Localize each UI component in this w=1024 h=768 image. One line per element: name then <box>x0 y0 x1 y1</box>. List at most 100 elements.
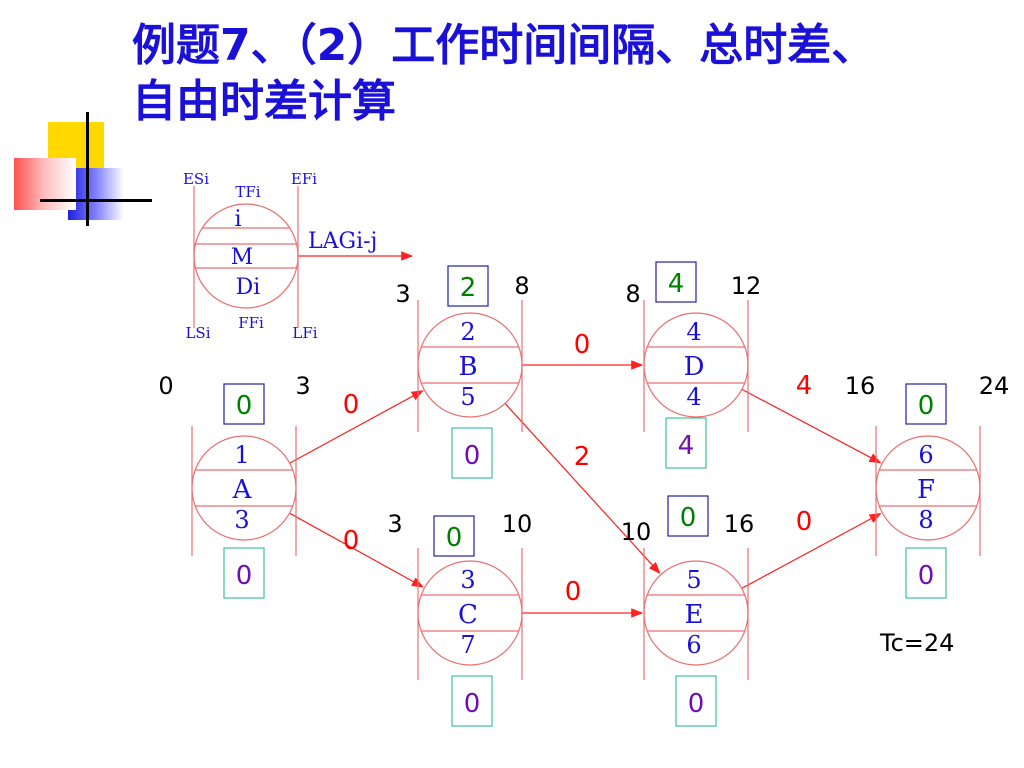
node-ef: 10 <box>502 510 533 538</box>
node-ef: 16 <box>724 510 755 538</box>
node-ff-box <box>675 675 717 727</box>
node-circle <box>643 312 749 418</box>
node-es: 3 <box>395 280 410 308</box>
node-circle <box>191 435 297 541</box>
node-number: 6 <box>918 441 933 469</box>
legend-ef-label: EFi <box>291 170 317 188</box>
arrow-b-e <box>504 403 661 574</box>
node-ff: 0 <box>464 441 481 471</box>
node-ff-box <box>665 417 707 469</box>
node-duration: 8 <box>918 506 933 534</box>
lag-label-b-e: 2 <box>574 442 591 472</box>
node-number: 4 <box>686 318 701 346</box>
node-ff-box <box>905 547 947 599</box>
node-tf-box <box>655 261 697 303</box>
node-ef: 12 <box>731 272 762 300</box>
node-ff-box <box>223 547 265 599</box>
node-name: E <box>685 600 704 630</box>
node-number: 1 <box>234 441 249 469</box>
node-name: B <box>458 352 477 382</box>
node-ff-box <box>451 675 493 727</box>
node-tf: 4 <box>668 269 685 299</box>
legend-ls-label: LSi <box>185 324 210 342</box>
arrows-layer <box>289 360 882 618</box>
node-ff: 0 <box>918 561 935 591</box>
legend-lag-label: LAGi-j <box>308 229 377 254</box>
node-circle <box>875 435 981 541</box>
node-ff: 0 <box>688 689 705 719</box>
node-tf: 0 <box>446 523 463 553</box>
node-name: D <box>684 352 705 382</box>
logo-vertical-line <box>86 112 89 226</box>
node-tf: 0 <box>918 391 935 421</box>
node-ef: 3 <box>295 372 310 400</box>
legend-lf-label: LFi <box>292 324 317 342</box>
title-line-1: 例题7、（2）工作时间间隔、总时差、 <box>132 20 876 71</box>
legend-tf-label: TFi <box>235 183 260 201</box>
node-ef: 8 <box>514 272 529 300</box>
node-number: 2 <box>460 318 475 346</box>
node-es: 3 <box>387 510 402 538</box>
node-es: 0 <box>158 372 173 400</box>
node-duration: 7 <box>460 631 475 659</box>
node-name: C <box>458 600 478 630</box>
node-b: 2B5 3 8 2 0 <box>395 265 530 479</box>
node-circle <box>643 560 749 666</box>
node-duration: 6 <box>686 631 701 659</box>
total-duration: Tc=24 <box>879 629 954 657</box>
node-name: F <box>917 475 935 505</box>
arrow-e-f <box>741 513 882 589</box>
node-duration: 3 <box>234 506 249 534</box>
legend-ff-label: FFi <box>238 314 264 332</box>
arrow-a-c <box>289 512 424 588</box>
node-number: 3 <box>460 566 475 594</box>
lag-label-e-f: 0 <box>796 507 813 537</box>
node-ff-box <box>451 427 493 479</box>
node-tf-box <box>223 383 265 425</box>
node-duration: 5 <box>460 383 475 411</box>
node-es: 10 <box>621 518 652 546</box>
node-circle <box>417 312 523 418</box>
node-c: 3C7 3 10 0 0 <box>387 510 533 727</box>
lag-label-a-b: 0 <box>343 390 360 420</box>
arrow-a-b <box>289 390 424 464</box>
node-f: 6F8 16 24 0 0 <box>845 372 1010 599</box>
title-line-2: 自由时差计算 <box>132 76 396 127</box>
node-ff: 0 <box>464 689 481 719</box>
lag-label-d-f: 4 <box>796 371 813 401</box>
node-es: 8 <box>625 280 640 308</box>
node-ff: 4 <box>678 431 695 461</box>
legend-es-label: ESi <box>183 170 209 188</box>
legend-i-label: i <box>234 207 241 232</box>
legend-di-label: Di <box>236 275 261 300</box>
logo-blue-square <box>68 168 124 220</box>
node-tf-box <box>447 265 489 307</box>
node-tf: 0 <box>680 503 697 533</box>
logo-horizontal-line <box>40 199 152 202</box>
lag-label-b-d: 0 <box>574 330 591 360</box>
node-number: 5 <box>686 566 701 594</box>
node-tf-box <box>667 495 709 537</box>
node-e: 5E6 10 16 0 0 <box>621 495 755 727</box>
node-ef: 24 <box>979 372 1010 400</box>
node-duration: 4 <box>686 383 701 411</box>
node-tf: 2 <box>460 273 477 303</box>
node-name: A <box>232 475 253 505</box>
node-ff: 0 <box>236 561 253 591</box>
legend-m-label: M <box>231 245 254 270</box>
node-tf: 0 <box>236 391 253 421</box>
arrow-d-f <box>741 388 882 464</box>
lag-label-c-e: 0 <box>565 577 582 607</box>
node-tf-box <box>433 515 475 557</box>
lag-labels-layer: 0 0 0 2 0 4 0 <box>343 330 813 607</box>
node-es: 16 <box>845 372 876 400</box>
lag-label-a-c: 0 <box>343 526 360 556</box>
node-tf-box <box>905 383 947 425</box>
page-title: 例题7、（2）工作时间间隔、总时差、 自由时差计算 <box>132 18 1012 130</box>
node-circle <box>417 560 523 666</box>
